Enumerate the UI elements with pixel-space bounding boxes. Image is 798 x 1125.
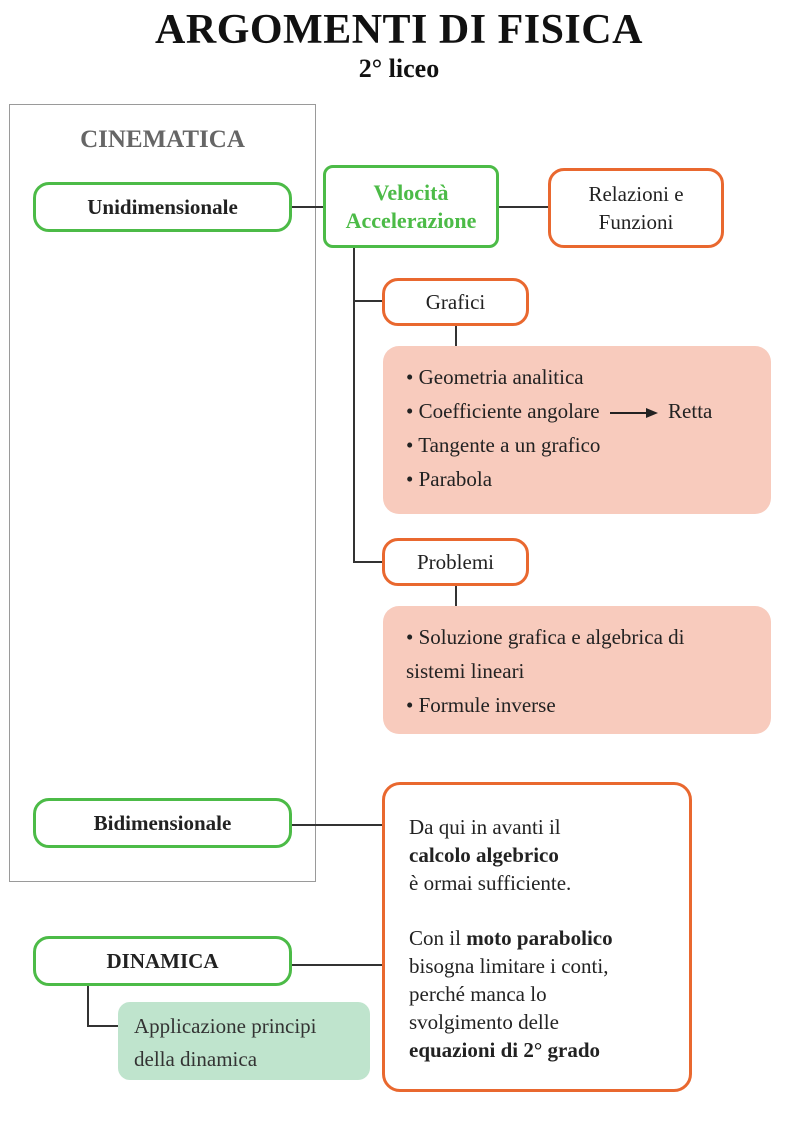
problemi-item-cont: sistemi lineari — [406, 659, 525, 683]
connector-trunk-problemi — [353, 561, 384, 563]
connector-bidim-note — [290, 824, 384, 826]
connector-trunk — [353, 246, 355, 562]
problemi-item: • Formule inverse — [406, 693, 556, 717]
connector-problemi-list — [455, 584, 457, 607]
note-line: Con il moto parabolico — [409, 924, 689, 952]
problemi-list: • Soluzione grafica e algebrica di siste… — [383, 606, 771, 734]
relazioni-line1: Relazioni e — [588, 182, 684, 206]
node-bidimensionale: Bidimensionale — [33, 798, 292, 848]
node-relazioni-funzioni: Relazioni e Funzioni — [548, 168, 724, 248]
grafici-item-text: • Coefficiente angolare — [406, 399, 600, 423]
grafici-list: • Geometria analitica • Coefficiente ang… — [383, 346, 771, 514]
retta-label: Retta — [668, 399, 713, 423]
arrow-right-icon — [609, 408, 658, 419]
page-subtitle: 2° liceo — [358, 54, 440, 83]
connector-velocita-relazioni — [497, 206, 549, 208]
node-grafici: Grafici — [382, 278, 529, 326]
applicazione-box: Applicazione principi della dinamica — [118, 1002, 370, 1080]
cinematica-frame — [9, 104, 316, 882]
grafici-item: • Tangente a un grafico — [406, 433, 601, 457]
node-velocita-accelerazione: Velocità Accelerazione — [323, 165, 499, 248]
note-line: è ormai sufficiente. — [409, 871, 572, 895]
note-line: svolgimento delle — [409, 1010, 559, 1034]
accelerazione-label: Accelerazione — [345, 207, 477, 233]
relazioni-line2: Funzioni — [598, 210, 674, 234]
grafici-item: • Coefficiente angolare Retta — [406, 394, 771, 428]
connector-trunk-grafici — [353, 300, 384, 302]
note-line: bisogna limitare i conti, — [409, 954, 609, 978]
connector-dinamica-down — [87, 984, 89, 1027]
problemi-item: • Soluzione grafica e algebrica di — [406, 625, 685, 649]
note-text-bold: moto parabolico — [466, 926, 613, 950]
connector-dinamica-applicazione — [87, 1025, 120, 1027]
cinematica-label: CINEMATICA — [80, 126, 245, 153]
connector-dinamica-note — [290, 964, 384, 966]
note-line-bold: equazioni di 2° grado — [409, 1038, 601, 1062]
grafici-item: • Parabola — [406, 467, 493, 491]
node-unidimensionale: Unidimensionale — [33, 182, 292, 232]
connector-unidim-velocita — [290, 206, 325, 208]
grafici-item: • Geometria analitica — [406, 365, 584, 389]
note-box: Da qui in avanti il calcolo algebrico è … — [382, 782, 692, 1092]
node-problemi: Problemi — [382, 538, 529, 586]
note-line: perché manca lo — [409, 982, 547, 1006]
note-line: Da qui in avanti il — [409, 815, 561, 839]
note-gap — [409, 897, 689, 924]
connector-grafici-list — [455, 324, 457, 348]
note-text: Con il — [409, 926, 467, 950]
velocita-label: Velocità — [373, 179, 449, 205]
applicazione-line: Applicazione principi — [134, 1014, 317, 1038]
applicazione-line: della dinamica — [134, 1047, 258, 1071]
note-line-bold: calcolo algebrico — [409, 843, 559, 867]
node-dinamica: DINAMICA — [33, 936, 292, 986]
page-title: ARGOMENTI DI FISICA — [155, 7, 643, 53]
